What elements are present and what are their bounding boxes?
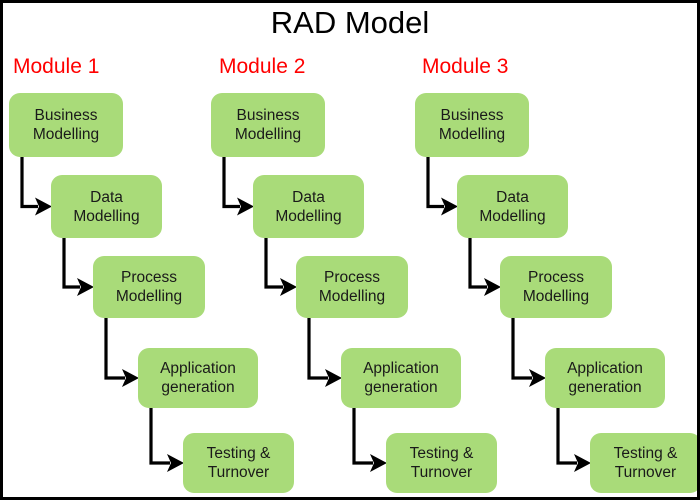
- node-label-line2: Modelling: [73, 207, 140, 225]
- node-label-line1: Application: [160, 360, 236, 377]
- node-testing-and-turnover-m3[interactable]: Testing & Turnover: [590, 433, 697, 493]
- node-label-line1: Data: [292, 188, 325, 206]
- node-label-line2: generation: [364, 379, 438, 396]
- node-label-line1: Data: [90, 188, 123, 206]
- node-application-generation-m1[interactable]: Application generation: [138, 348, 258, 408]
- arrow-process-modelling-to-application-generation-m2: [307, 317, 342, 387]
- arrow-process-modelling-to-application-generation-m3: [511, 317, 546, 387]
- node-label: Application generation: [142, 359, 254, 397]
- module-label-3: Module 3: [422, 55, 509, 78]
- node-label-line2: Turnover: [207, 464, 270, 481]
- arrow-application-generation-to-testing-and-turnover-m2: [352, 407, 387, 472]
- node-label-line1: Business: [236, 107, 300, 124]
- arrow-application-generation-to-testing-and-turnover-m1: [149, 407, 184, 472]
- node-label-line2: Modelling: [115, 288, 183, 305]
- node-label-line1: Data: [496, 188, 529, 206]
- node-label-line1: Testing &: [409, 445, 474, 462]
- node-label-line1: Application: [363, 360, 439, 377]
- node-label: Testing & Turnover: [390, 444, 493, 482]
- node-label: Testing & Turnover: [594, 444, 697, 482]
- node-label-line2: Turnover: [614, 464, 677, 481]
- node-testing-and-turnover-m2[interactable]: Testing & Turnover: [386, 433, 497, 493]
- arrow-application-generation-to-testing-and-turnover-m3: [556, 407, 591, 472]
- module-label-1: Module 1: [13, 55, 100, 78]
- arrow-business-modelling-to-data-modelling-m3: [426, 156, 458, 216]
- node-label-line2: generation: [161, 379, 235, 396]
- node-label: Application generation: [549, 359, 661, 397]
- node-testing-and-turnover-m1[interactable]: Testing & Turnover: [183, 433, 294, 493]
- node-label-line2: Modelling: [32, 126, 100, 143]
- node-label-line2: Modelling: [234, 126, 302, 143]
- node-label-line2: Modelling: [479, 207, 546, 225]
- node-label-line1: Process: [528, 269, 584, 286]
- arrow-connectors: [20, 156, 591, 472]
- node-label-line2: Modelling: [275, 207, 342, 225]
- node-label-line1: Business: [34, 107, 98, 124]
- node-label: Application generation: [345, 359, 457, 397]
- arrow-data-modelling-to-process-modelling-m3: [468, 237, 501, 296]
- node-label-line1: Process: [324, 269, 380, 286]
- arrow-data-modelling-to-process-modelling-m2: [264, 237, 297, 296]
- node-label-line1: Application: [567, 360, 643, 377]
- node-label-line2: Modelling: [522, 288, 590, 305]
- arrow-data-modelling-to-process-modelling-m1: [62, 237, 94, 296]
- node-label-line2: Modelling: [318, 288, 386, 305]
- node-application-generation-m2[interactable]: Application generation: [341, 348, 461, 408]
- node-label-line1: Business: [440, 107, 504, 124]
- arrow-process-modelling-to-application-generation-m1: [104, 317, 139, 387]
- node-label-line1: Testing &: [206, 445, 271, 462]
- node-label-line2: generation: [568, 379, 642, 396]
- node-label: Testing & Turnover: [187, 444, 290, 482]
- node-label-line2: Turnover: [410, 464, 473, 481]
- node-application-generation-m3[interactable]: Application generation: [545, 348, 665, 408]
- arrow-business-modelling-to-data-modelling-m1: [20, 156, 52, 216]
- arrow-business-modelling-to-data-modelling-m2: [222, 156, 254, 216]
- module-label-2: Module 2: [219, 55, 306, 78]
- node-label-line2: Modelling: [438, 126, 506, 143]
- page-title: RAD Model: [270, 5, 430, 40]
- node-label-line1: Testing &: [613, 445, 678, 462]
- node-label-line1: Process: [121, 269, 177, 286]
